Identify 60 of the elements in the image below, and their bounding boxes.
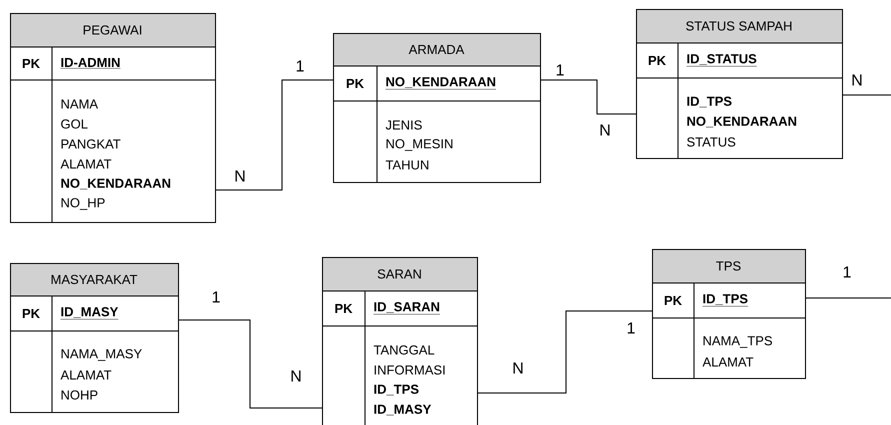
cardinality-label: 1 [296, 60, 304, 72]
key-label: PK [648, 56, 666, 65]
attribute-field: ID_TPS [687, 96, 732, 108]
attribute-field: ALAMAT [702, 358, 754, 366]
attribute-field: TAHUN [386, 160, 428, 170]
attribute-field: TANGGAL [374, 345, 434, 355]
attribute-field: INFORMASI [374, 365, 445, 375]
attribute-field: NAMA [62, 100, 98, 108]
primary-key-field: ID_SARAN [373, 302, 440, 314]
cardinality-label: 1 [212, 291, 220, 302]
attribute-field: NAMA_TPS [704, 336, 772, 348]
table-title: STATUS SAMPAH [686, 21, 792, 31]
key-label: PK [346, 79, 364, 88]
attribute-field: STATUS [687, 137, 736, 147]
attribute-field: GOL [61, 119, 88, 129]
attribute-field: NO_MESIN [386, 139, 452, 151]
entity-table [332, 33, 541, 183]
attribute-field: NOHP [62, 390, 98, 400]
entity-table [10, 13, 216, 223]
primary-key-field: ID-ADMIN [60, 58, 121, 69]
attribute-field: ALAMAT [60, 160, 112, 168]
relationship-line [178, 320, 322, 408]
primary-key-field: ID_TPS [702, 294, 748, 306]
cardinality-label: 1 [628, 322, 635, 334]
table-title: SARAN [378, 269, 421, 279]
key-label: PK [22, 309, 40, 318]
attribute-field: JENIS [386, 120, 422, 130]
entity-table [10, 263, 179, 413]
cardinality-label: N [852, 74, 862, 86]
primary-key-field: NO_KENDARAAN [385, 77, 496, 90]
relationship-line [478, 310, 652, 394]
key-label: PK [22, 59, 40, 68]
table-title: MASYARAKAT [52, 274, 138, 284]
attribute-field: NO_KENDARAAN [61, 178, 170, 190]
cardinality-label: N [514, 362, 522, 374]
relationship-line [216, 80, 334, 190]
relationship-line [540, 80, 636, 114]
cardinality-label: 1 [844, 266, 851, 278]
relationship-line [842, 94, 891, 96]
entity-table [322, 257, 478, 425]
entity-table [636, 9, 843, 159]
attribute-field: PANGKAT [62, 139, 120, 149]
cardinality-label: N [600, 124, 610, 136]
cardinality-label: 1 [556, 64, 564, 76]
primary-key-field: ID_MASY [60, 307, 118, 320]
table-title: PEGAWAI [84, 25, 142, 35]
table-title: TPS [716, 261, 741, 271]
attribute-field: NO_KENDARAAN [687, 116, 796, 128]
table-title: ARMADA [408, 45, 464, 54]
key-label: PK [335, 304, 352, 313]
cardinality-label: N [292, 370, 300, 382]
attribute-field: ID_TPS [374, 384, 419, 396]
attribute-field: NAMA_MASY [62, 349, 142, 361]
attribute-field: NO_HP [62, 198, 105, 210]
primary-key-field: ID_STATUS [686, 54, 757, 66]
cardinality-label: N [236, 170, 244, 182]
attribute-field: ID_MASY [374, 404, 432, 416]
attribute-field: ALAMAT [60, 370, 112, 380]
entity-table [652, 249, 806, 379]
key-label: PK [664, 296, 682, 305]
